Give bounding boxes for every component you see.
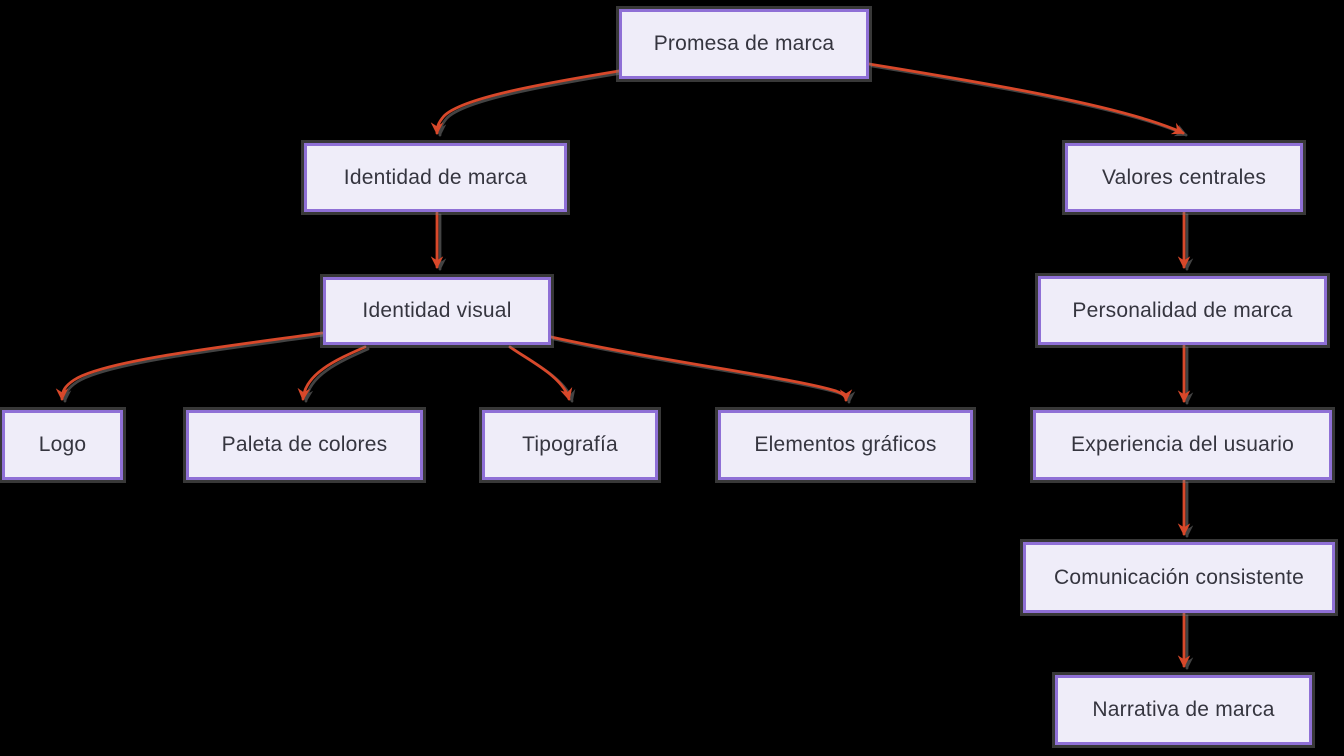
- node-label-personalidad: Personalidad de marca: [1072, 298, 1293, 322]
- node-label-logo: Logo: [38, 433, 87, 456]
- edge-identidad-visual-to-paleta: [297, 345, 367, 401]
- node-elementos: Elementos gráficos: [718, 410, 973, 480]
- node-label-identidad-marca: Identidad de marca: [343, 165, 528, 189]
- node-experiencia: Experiencia del usuario: [1033, 410, 1332, 480]
- node-identidad-marca: Identidad de marca: [304, 143, 567, 212]
- node-promesa: Promesa de marca: [619, 9, 869, 79]
- edge-promesa-to-valores-centrales: [867, 62, 1185, 135]
- node-personalidad: Personalidad de marca: [1038, 276, 1327, 345]
- node-label-identidad-visual: Identidad visual: [362, 299, 512, 322]
- node-label-elementos: Elementos gráficos: [754, 433, 937, 456]
- node-comunicacion: Comunicación consistente: [1023, 542, 1335, 613]
- edge-identidad-visual-to-tipografia: [508, 345, 573, 401]
- edge-identidad-visual-to-elementos: [549, 335, 853, 402]
- node-label-comunicacion: Comunicación consistente: [1054, 565, 1304, 589]
- node-label-experiencia: Experiencia del usuario: [1071, 433, 1294, 456]
- node-paleta: Paleta de colores: [186, 410, 423, 480]
- node-label-tipografia: Tipografía: [522, 433, 618, 456]
- node-logo: Logo: [2, 410, 123, 480]
- node-label-paleta: Paleta de colores: [221, 433, 388, 456]
- node-identidad-visual: Identidad visual: [323, 277, 551, 345]
- node-tipografia: Tipografía: [482, 410, 658, 480]
- node-narrativa: Narrativa de marca: [1055, 675, 1312, 745]
- edge-promesa-to-identidad-marca: [430, 69, 621, 135]
- node-label-promesa: Promesa de marca: [653, 32, 835, 55]
- node-valores-centrales: Valores centrales: [1065, 143, 1303, 212]
- node-label-valores-centrales: Valores centrales: [1101, 165, 1267, 189]
- node-label-narrativa: Narrativa de marca: [1092, 698, 1275, 721]
- edge-identidad-visual-to-logo: [55, 331, 324, 401]
